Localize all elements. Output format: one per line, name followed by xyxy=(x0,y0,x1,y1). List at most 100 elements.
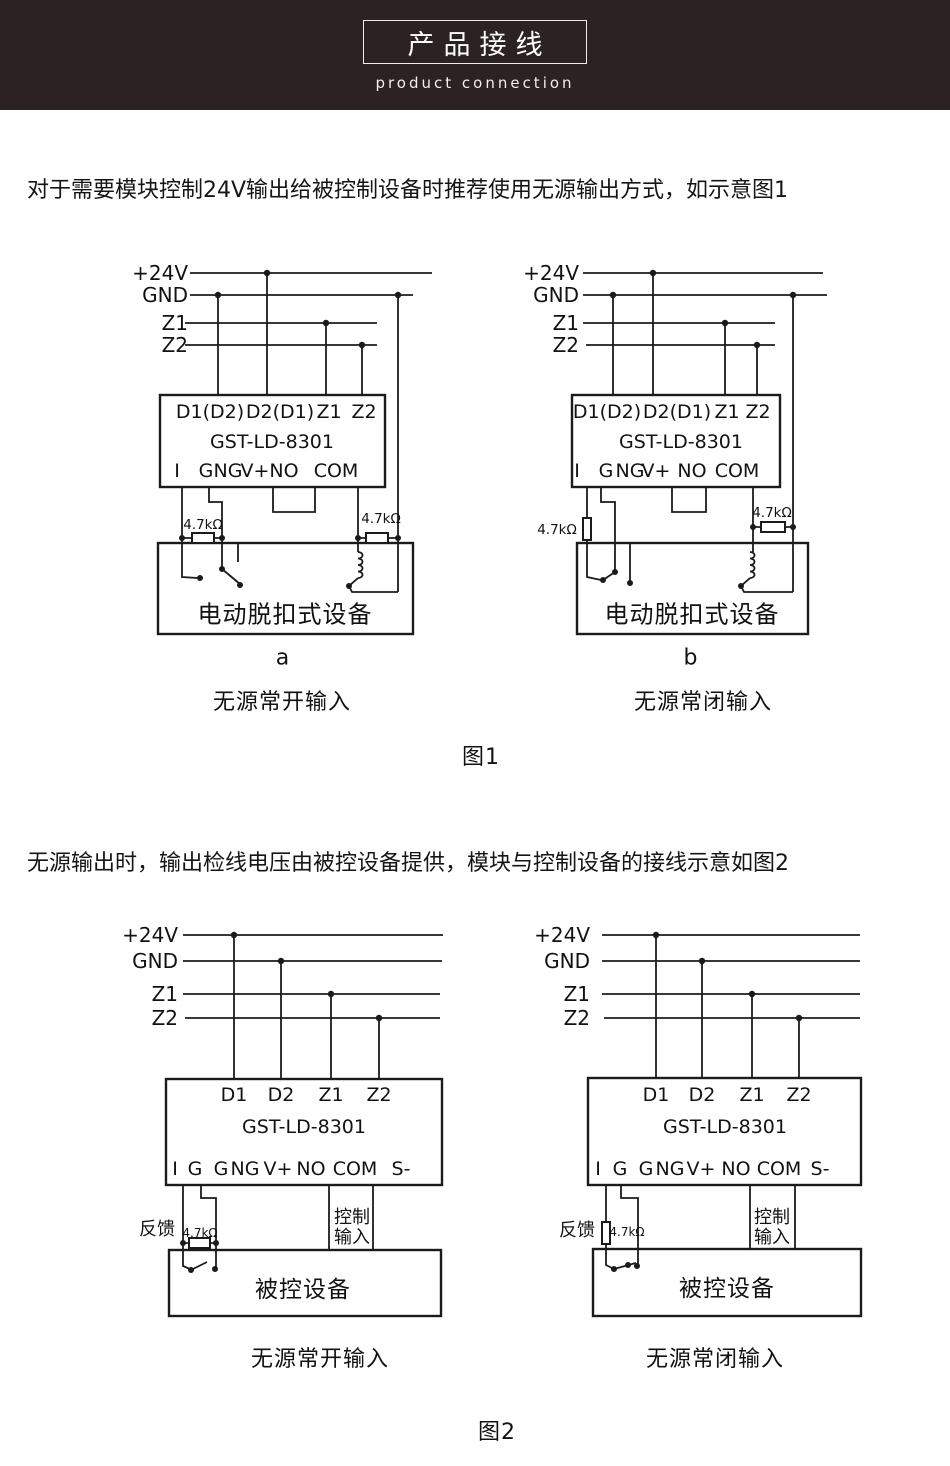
terminal-label: S- xyxy=(391,1158,411,1180)
intro-text-1: 对于需要模块控制24V输出给被控制设备时推荐使用无源输出方式，如示意图1 xyxy=(27,178,789,203)
terminal-label: Z1 xyxy=(714,401,740,423)
terminal-label: G xyxy=(198,460,214,482)
device-name: 被控设备 xyxy=(255,1277,351,1303)
figure-caption: 图2 xyxy=(478,1420,516,1445)
bus-label-z1: Z1 xyxy=(161,311,188,335)
module-name: GST-LD-8301 xyxy=(242,1116,366,1138)
resistor-label: 4.7kΩ xyxy=(609,1225,645,1239)
diagram-caption: 无源常开输入 xyxy=(212,690,352,715)
terminal-label: S- xyxy=(810,1158,830,1180)
junction-dots xyxy=(230,931,383,1022)
fig1-b-wiring xyxy=(570,269,827,636)
resistor-label: 4.7kΩ xyxy=(182,1226,218,1240)
terminal-label: NG xyxy=(655,1158,685,1180)
diagram-caption: 无源常开输入 xyxy=(250,1347,390,1372)
resistor-label: 4.7kΩ xyxy=(752,505,792,521)
terminal-label: D1(D2) xyxy=(572,401,642,423)
terminal-label: Z2 xyxy=(786,1084,812,1106)
terminal-label: D2 xyxy=(267,1084,295,1106)
diagram-letter: a xyxy=(275,645,291,671)
terminal-label: G xyxy=(612,1158,628,1180)
device-name: 电动脱扣式设备 xyxy=(604,600,780,629)
feedback-label: 反馈 xyxy=(139,1219,175,1240)
control-label: 控制 xyxy=(334,1207,370,1228)
bus-label-z2: Z2 xyxy=(563,1006,590,1030)
terminal-label: I xyxy=(595,1158,601,1180)
terminal-label: V+ xyxy=(686,1158,716,1180)
terminal-label: G xyxy=(638,1158,654,1180)
bus-label-24v: +24V xyxy=(523,261,579,285)
resistor-symbol xyxy=(191,532,215,544)
resistor-label: 4.7kΩ xyxy=(537,522,577,538)
terminal-label: NO xyxy=(269,460,299,482)
terminal-label: I xyxy=(172,1158,178,1180)
junction-dots xyxy=(609,269,797,349)
resistor-symbol xyxy=(365,532,389,544)
resistor-symbol xyxy=(582,517,592,541)
bus-label-z1: Z1 xyxy=(563,982,590,1006)
terminal-label: Z2 xyxy=(745,401,771,423)
terminal-label: COM xyxy=(332,1158,378,1180)
module-box xyxy=(586,1076,863,1187)
diagram-letter: b xyxy=(683,645,699,671)
terminal-label: D1 xyxy=(642,1084,670,1106)
bus-label-24v: +24V xyxy=(122,923,178,947)
module-name: GST-LD-8301 xyxy=(619,431,743,453)
terminal-label: NO xyxy=(677,460,707,482)
terminal-label: NO xyxy=(721,1158,751,1180)
terminal-label: D1 xyxy=(220,1084,248,1106)
coil-symbol xyxy=(357,551,364,579)
terminal-label: G xyxy=(598,460,614,482)
device-box xyxy=(575,541,810,636)
terminal-label: V+ xyxy=(641,460,671,482)
bus-label-gnd: GND xyxy=(132,949,178,973)
resistor-label: 4.7kΩ xyxy=(361,511,401,527)
bus-label-24v: +24V xyxy=(132,261,188,285)
page-subtitle: product connection xyxy=(375,74,575,92)
junction-dots xyxy=(652,931,803,1022)
terminal-label: D2(D1) xyxy=(245,401,315,423)
figure-caption: 图1 xyxy=(462,745,500,770)
page-header: 产品接线 product connection xyxy=(0,0,950,110)
device-name: 电动脱扣式设备 xyxy=(197,600,373,629)
fig1-a-wiring xyxy=(156,269,432,636)
device-box xyxy=(156,541,415,636)
bus-label-gnd: GND xyxy=(533,283,579,307)
terminal-label: COM xyxy=(313,460,359,482)
bus-label-z2: Z2 xyxy=(161,333,188,357)
page-title: 产品接线 xyxy=(407,29,552,61)
feedback-label: 反馈 xyxy=(559,1220,595,1241)
terminal-label: Z1 xyxy=(316,401,342,423)
terminal-label: NG xyxy=(213,460,243,482)
terminal-label: COM xyxy=(714,460,760,482)
junction-dots xyxy=(214,269,402,349)
terminal-label: D1(D2) xyxy=(175,401,245,423)
resistor-label: 4.7kΩ xyxy=(183,517,223,533)
terminal-label: Z1 xyxy=(318,1084,344,1106)
module-box xyxy=(164,1077,444,1187)
terminal-label: G xyxy=(187,1158,203,1180)
resistor-symbol xyxy=(760,521,786,533)
bus-label-z1: Z1 xyxy=(151,982,178,1006)
diagram-caption: 无源常闭输入 xyxy=(645,1347,785,1372)
terminal-label: Z2 xyxy=(366,1084,392,1106)
terminal-label: COM xyxy=(756,1158,802,1180)
module-name: GST-LD-8301 xyxy=(210,431,334,453)
terminal-label: NG xyxy=(615,460,645,482)
device-box xyxy=(167,1248,443,1318)
device-box xyxy=(591,1247,863,1318)
terminal-label: G xyxy=(213,1158,229,1180)
header-title-box: 产品接线 xyxy=(363,20,587,64)
fig2-a-wiring xyxy=(164,931,444,1318)
control-label: 输入 xyxy=(334,1227,370,1248)
terminal-label: I xyxy=(574,460,580,482)
fig2-b-wiring xyxy=(586,931,863,1318)
bus-label-z2: Z2 xyxy=(552,333,579,357)
device-name: 被控设备 xyxy=(679,1276,775,1302)
module-name: GST-LD-8301 xyxy=(663,1116,787,1138)
diagram-caption: 无源常闭输入 xyxy=(633,690,773,715)
control-label: 控制 xyxy=(754,1207,790,1228)
module-box xyxy=(570,393,782,489)
